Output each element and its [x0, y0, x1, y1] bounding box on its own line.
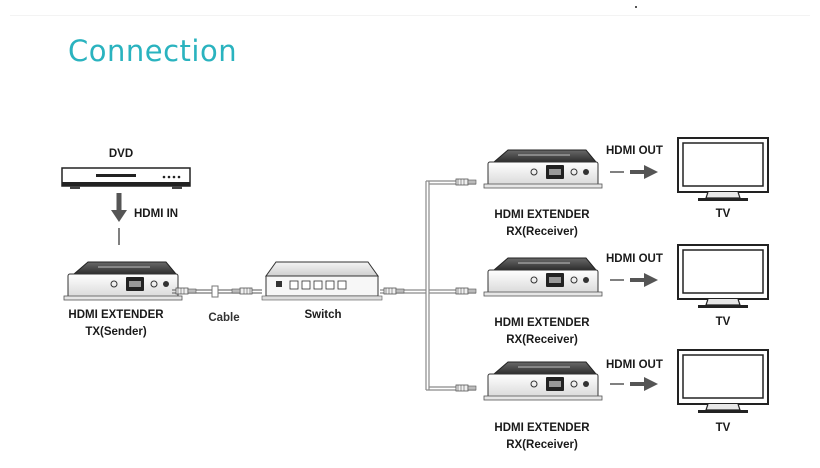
hdmi-out-arrow-2	[610, 273, 658, 287]
hdmi-out-arrow-1	[610, 165, 658, 179]
receiver-label-2-line2: RX(Receiver)	[506, 334, 578, 346]
sender-label: HDMI EXTENDER TX(Sender)	[52, 307, 180, 341]
cable-label: Cable	[208, 312, 240, 324]
switch-device	[261, 261, 383, 301]
sender-label-line1: HDMI EXTENDER	[68, 309, 164, 321]
sender-label-line2: TX(Sender)	[85, 326, 147, 338]
hdmi-in-arrow	[111, 193, 127, 245]
receiver-label-1-line1: HDMI EXTENDER	[494, 209, 590, 221]
receiver-label-1: HDMI EXTENDER RX(Receiver)	[472, 207, 612, 241]
cable	[172, 285, 262, 298]
hdmi-out-label-3: HDMI OUT	[606, 359, 663, 371]
hdmi-out-arrow-3	[610, 377, 658, 391]
dvd-label: DVD	[108, 148, 134, 160]
receiver-label-3-line1: HDMI EXTENDER	[494, 422, 590, 434]
mark-dot	[635, 6, 637, 8]
page-title: Connection	[68, 34, 238, 68]
receiver-label-1-line2: RX(Receiver)	[506, 226, 578, 238]
receiver-label-3-line2: RX(Receiver)	[506, 439, 578, 451]
tv-label-2: TV	[715, 316, 731, 328]
receiver-device-2	[483, 257, 603, 297]
hdmi-out-label-2: HDMI OUT	[606, 253, 663, 265]
tv-3	[677, 349, 769, 414]
switch-label: Switch	[304, 309, 342, 321]
tv-2	[677, 244, 769, 309]
tv-label-3: TV	[715, 422, 731, 434]
dvd-player	[61, 167, 191, 189]
receiver-device-1	[483, 149, 603, 189]
receiver-device-3	[483, 361, 603, 401]
tv-label-1: TV	[715, 208, 731, 220]
sender-device	[63, 261, 183, 301]
hdmi-out-label-1: HDMI OUT	[606, 145, 663, 157]
receiver-label-3: HDMI EXTENDER RX(Receiver)	[472, 420, 612, 454]
divider	[10, 15, 810, 16]
network-branch	[380, 178, 477, 392]
receiver-label-2: HDMI EXTENDER RX(Receiver)	[472, 315, 612, 349]
tv-1	[677, 137, 769, 202]
hdmi-in-label: HDMI IN	[134, 208, 179, 220]
receiver-label-2-line1: HDMI EXTENDER	[494, 317, 590, 329]
